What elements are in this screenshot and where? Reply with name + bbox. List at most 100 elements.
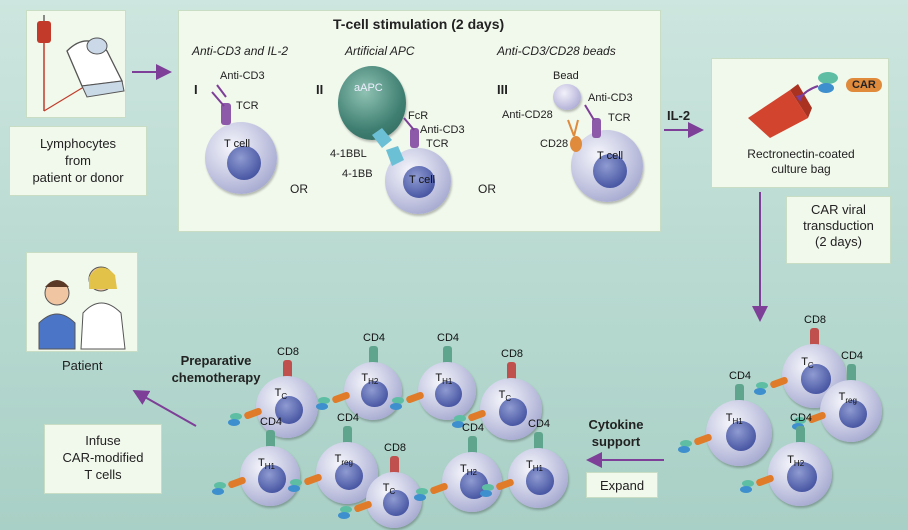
cd8-marker: [507, 362, 516, 382]
method3-t-cell: T cell: [571, 130, 643, 202]
cell-type-label: TH2: [361, 372, 379, 387]
method2-numeral: II: [316, 82, 324, 97]
cell-type-label: TH1: [725, 411, 743, 427]
cd4-marker-label: CD4: [337, 412, 360, 424]
t-cell: TH1: [240, 446, 300, 506]
car-antigen-binder: [214, 482, 226, 489]
cd4-marker-label: CD4: [790, 412, 813, 424]
cd8-marker-label: CD8: [501, 348, 524, 360]
cell-type-label: TH2: [787, 453, 805, 468]
t-cell: TH2: [442, 452, 502, 512]
method1-heading: Anti-CD3 and IL-2: [192, 44, 289, 58]
cd4-marker-label: CD4: [437, 332, 460, 344]
cd8-marker: [810, 328, 819, 348]
cd4-marker: [534, 432, 543, 452]
cell-type-label: TH1: [435, 372, 453, 387]
cell-type-label: TC: [498, 389, 512, 404]
method1-tcr-label: TCR: [236, 100, 259, 112]
aapc-cell: aAPC: [338, 66, 406, 140]
car-antigen-binder: [338, 511, 350, 519]
il2-label: IL-2: [667, 108, 691, 123]
method3-tcr-label: TCR: [608, 112, 631, 124]
car-antigen-binder: [392, 396, 404, 404]
transduction-box: CAR viral transduction (2 days): [786, 196, 891, 264]
cd8-marker-label: CD8: [384, 442, 407, 454]
method3-bead-label: Bead: [553, 70, 579, 82]
cd4-marker: [343, 426, 352, 446]
cd8-marker-label: CD8: [804, 314, 827, 326]
t-cell: TH2: [344, 362, 402, 420]
lymphocytes-box: Lymphocytes from patient or donor: [9, 126, 147, 196]
cell-type-label: TC: [274, 387, 288, 402]
cd8-marker: [390, 456, 399, 476]
car-antigen-binder: [680, 439, 692, 447]
expand-box: Expand: [586, 472, 658, 498]
car-antigen-binder: [290, 479, 302, 487]
cd4-marker: [796, 426, 805, 446]
t-cell: TH1: [706, 400, 772, 466]
method3-numeral: III: [497, 82, 508, 97]
cd8-marker-label: CD8: [277, 346, 300, 358]
method3-cd28-label: CD28: [540, 138, 569, 150]
cell-type-label: Treg: [838, 391, 857, 406]
cd4-marker: [266, 430, 275, 450]
patient-illustration: [26, 252, 138, 352]
method2-41bb-label: 4-1BB: [342, 168, 373, 180]
t-cell: TC: [480, 378, 542, 440]
method2-tcr-label: TCR: [426, 138, 449, 150]
cell-type-label: Treg: [334, 453, 353, 468]
car-antigen-binder: [228, 419, 240, 427]
method2-anti-cd3-label: Anti-CD3: [420, 124, 465, 136]
cd4-marker-label: CD4: [841, 350, 864, 362]
method3-anti-cd3-label: Anti-CD3: [588, 92, 633, 104]
t-cell: TH1: [418, 362, 476, 420]
car-antigen-binder: [316, 402, 328, 410]
or-label-1: OR: [290, 182, 308, 196]
car-antigen-binder: [318, 396, 330, 404]
cd4-marker-label: CD4: [363, 332, 386, 344]
method2-heading: Artificial APC: [345, 44, 415, 58]
cd4-marker-label: CD4: [260, 416, 283, 428]
cytokine-label: Cytokine support: [588, 417, 644, 449]
or-label-2: OR: [478, 182, 496, 196]
cd4-marker: [468, 436, 477, 456]
car-antigen-binder: [414, 494, 426, 501]
car-antigen-binder: [340, 505, 352, 513]
car-antigen-binder: [756, 382, 768, 390]
iv-bag-icon: [37, 15, 125, 112]
method2-t-cell: T cell: [385, 148, 451, 214]
method1-numeral: I: [194, 82, 198, 97]
cell-type-label: TH2: [460, 462, 477, 477]
culture-bag-label: Rectronectin-coated culture bag: [747, 147, 855, 176]
t-cell: Treg: [820, 380, 882, 442]
car-antigen-binder: [480, 490, 492, 497]
cd4-marker: [847, 364, 856, 384]
method2-fcr-label: FcR: [408, 110, 429, 122]
car-antigen-binder: [482, 484, 494, 491]
car-antigen-binder: [754, 388, 766, 396]
car-antigen-binder: [416, 488, 428, 495]
cd4-marker-label: CD4: [729, 370, 752, 382]
t-cell: TC: [366, 472, 422, 528]
car-antigen-binder: [212, 488, 224, 495]
car-badge: CAR: [846, 78, 882, 92]
cell-type-label: TH1: [526, 458, 543, 473]
donor-illustration: [26, 10, 126, 118]
car-antigen-binder: [452, 421, 464, 429]
bead: [553, 84, 581, 110]
cell-type-label: TH1: [258, 456, 275, 471]
cd4-marker-label: CD4: [462, 422, 485, 434]
t-cell: TH1: [508, 448, 568, 508]
car-antigen-binder: [794, 417, 806, 425]
method1-t-cell: T cell: [205, 122, 277, 194]
method3-heading: Anti-CD3/CD28 beads: [497, 44, 616, 58]
car-antigen-binder: [288, 485, 300, 493]
doctor-patient-icon: [38, 266, 126, 350]
car-antigen-binder: [678, 445, 690, 453]
method1-anti-cd3-label: Anti-CD3: [220, 70, 265, 82]
cd4-marker: [443, 346, 452, 366]
cd4-marker: [369, 346, 378, 366]
cd4-marker-label: CD4: [528, 418, 551, 430]
car-antigen-binder: [230, 413, 242, 421]
t-cell: TH2: [768, 442, 832, 506]
